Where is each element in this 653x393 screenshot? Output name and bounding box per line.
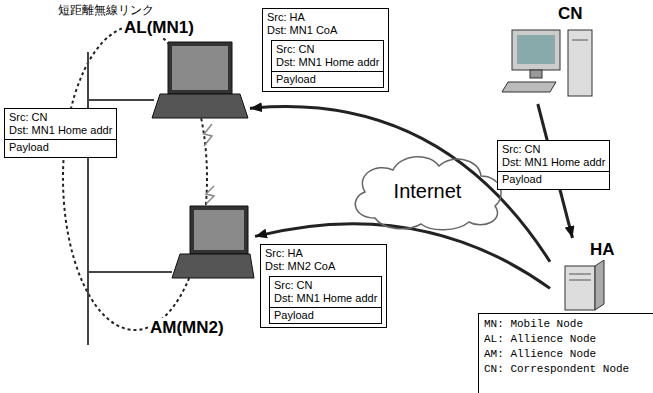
cloud-label: Internet bbox=[394, 179, 462, 203]
packet-field: Dst: MN1 Home addr bbox=[276, 56, 379, 69]
laptop-screen bbox=[168, 42, 232, 94]
packet-box: Src: CNDst: MN1 Home addrPayload bbox=[4, 108, 117, 158]
device-node: CN bbox=[500, 4, 608, 104]
packet-box: Src: HADst: MN2 CoA Src: CNDst: MN1 Home … bbox=[260, 244, 387, 328]
device-name: HA bbox=[588, 240, 617, 260]
laptop-display bbox=[172, 46, 228, 90]
device-name: CN bbox=[556, 4, 585, 24]
monitor bbox=[512, 30, 560, 70]
server-tower bbox=[565, 266, 595, 310]
packet-field: Src: CN bbox=[502, 143, 605, 156]
laptop-icon bbox=[172, 206, 254, 278]
cloud-outline bbox=[355, 157, 501, 230]
packet-field: Dst: MN1 Home addr bbox=[502, 156, 605, 169]
laptop-icon bbox=[152, 42, 248, 118]
device-node: HA bbox=[550, 238, 625, 310]
wireless-symbol bbox=[206, 186, 214, 204]
server-side bbox=[595, 260, 604, 310]
device-name: AM(MN2) bbox=[148, 318, 226, 338]
packet-field: Src: HA bbox=[265, 247, 382, 260]
drive-slot bbox=[569, 280, 591, 281]
legend-line: AL: Allience Node bbox=[484, 332, 648, 347]
monitor-stand bbox=[530, 70, 542, 78]
packet-box: Src: HADst: MN1 CoA Src: CNDst: MN1 Home … bbox=[262, 8, 389, 92]
laptop-base bbox=[152, 94, 248, 118]
packet-box: Src: CNDst: MN1 Home addrPayload bbox=[497, 140, 610, 190]
laptop-display bbox=[194, 210, 244, 250]
packet-inner-box: Src: CNDst: MN1 Home addrPayload bbox=[271, 40, 384, 88]
tower bbox=[568, 30, 592, 96]
wireless-symbol bbox=[204, 124, 212, 146]
laptop-screen bbox=[190, 206, 248, 254]
payload-field: Payload bbox=[270, 307, 381, 323]
packet-field: Src: HA bbox=[267, 11, 384, 24]
legend-line: MN: Mobile Node bbox=[484, 317, 648, 332]
monitor-screen bbox=[517, 35, 555, 64]
laptop-base bbox=[172, 254, 254, 278]
server-icon bbox=[565, 260, 604, 310]
internet-cloud: Internet bbox=[345, 148, 510, 233]
payload-field: Payload bbox=[272, 71, 383, 87]
packet-field: Dst: MN1 Home addr bbox=[9, 124, 112, 137]
device-name: AL(MN1) bbox=[122, 18, 196, 38]
packet-field: Dst: MN1 CoA bbox=[267, 24, 384, 37]
device-node: AL(MN1) bbox=[118, 16, 250, 126]
packet-field: Src: CN bbox=[9, 111, 112, 124]
legend-box: MN: Mobile NodeAL: Allience NodeAM: Alli… bbox=[478, 313, 653, 393]
drive-slot bbox=[572, 40, 588, 41]
legend-line: CN: Correspondent Node bbox=[484, 362, 648, 377]
keyboard bbox=[502, 82, 556, 92]
drive-slot bbox=[569, 274, 591, 275]
link-label: 短距離無線リンク bbox=[58, 3, 154, 17]
device-node: AM(MN2) bbox=[140, 200, 255, 340]
packet-field: Src: CN bbox=[276, 43, 379, 56]
packet-field: Dst: MN1 Home addr bbox=[274, 292, 377, 305]
payload-field: Payload bbox=[5, 139, 116, 155]
lan-stub bbox=[88, 271, 172, 273]
computer-icon bbox=[502, 30, 592, 96]
packet-field: Dst: MN2 CoA bbox=[265, 260, 382, 273]
lan-stub bbox=[88, 99, 154, 101]
packet-field: Src: CN bbox=[274, 279, 377, 292]
payload-field: Payload bbox=[498, 171, 609, 187]
packet-inner-box: Src: CNDst: MN1 Home addrPayload bbox=[269, 276, 382, 324]
lan-bus bbox=[87, 52, 89, 345]
legend-line: AM: Allience Node bbox=[484, 347, 648, 362]
